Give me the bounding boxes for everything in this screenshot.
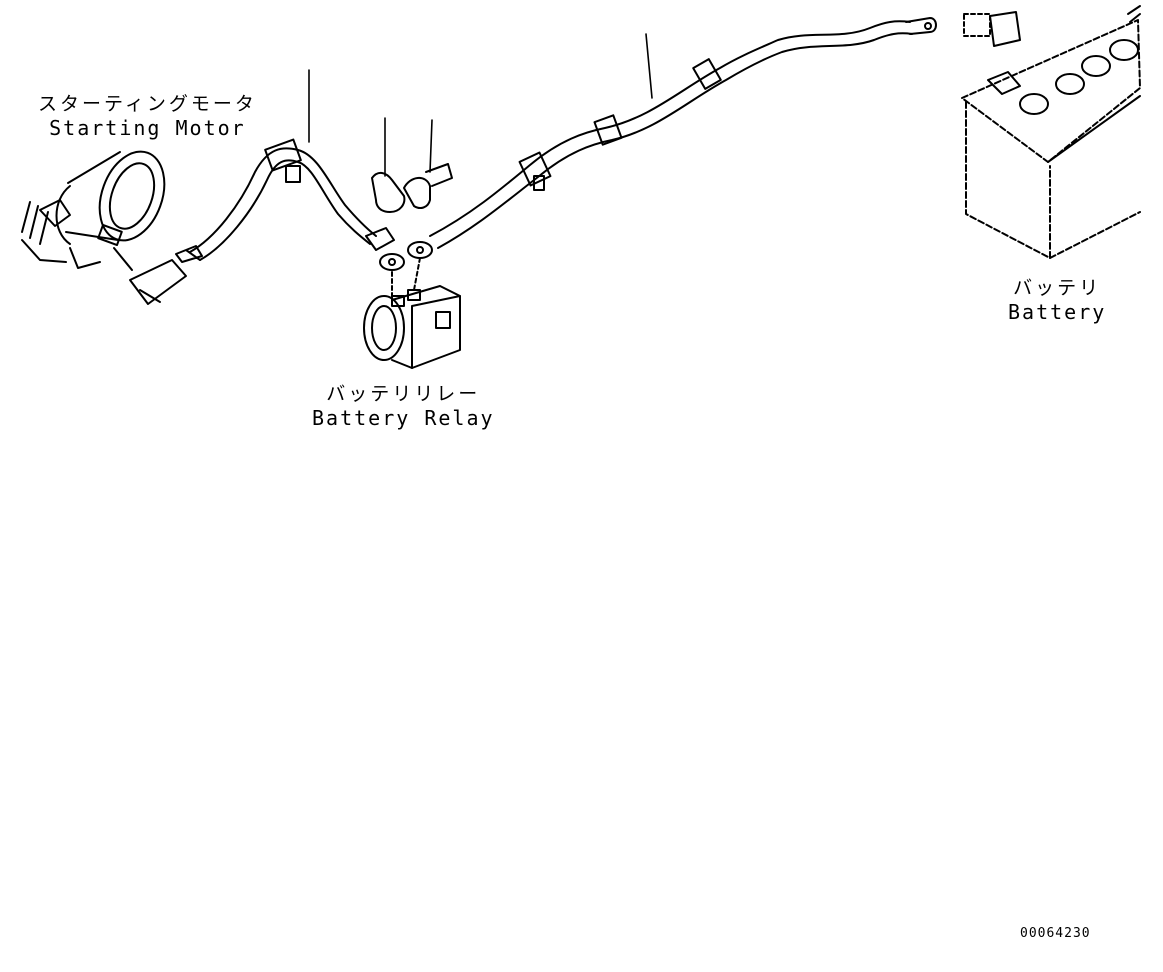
battery-relay-icon <box>363 257 461 369</box>
battery-label: バッテリ Battery <box>1008 276 1106 324</box>
starting-motor-icon <box>21 150 187 305</box>
starting-motor-label: スターティングモータ Starting Motor <box>38 92 257 140</box>
leader-lines <box>308 33 653 177</box>
drawing-code: 00064230 <box>1020 926 1091 941</box>
battery-relay-label: バッテリリレー Battery Relay <box>312 382 495 430</box>
terminal-boots <box>371 163 453 213</box>
cable-battery <box>407 17 937 259</box>
starting-motor-label-en: Starting Motor <box>49 116 246 140</box>
battery-label-en: Battery <box>1008 300 1107 324</box>
battery-relay-label-en: Battery Relay <box>312 406 495 430</box>
battery-relay-label-jp: バッテリリレー <box>326 383 481 405</box>
battery-label-jp: バッテリ <box>1013 277 1102 299</box>
cable-starting-motor <box>175 138 405 271</box>
battery-icon <box>961 5 1141 259</box>
starting-motor-label-jp: スターティングモータ <box>38 93 257 115</box>
